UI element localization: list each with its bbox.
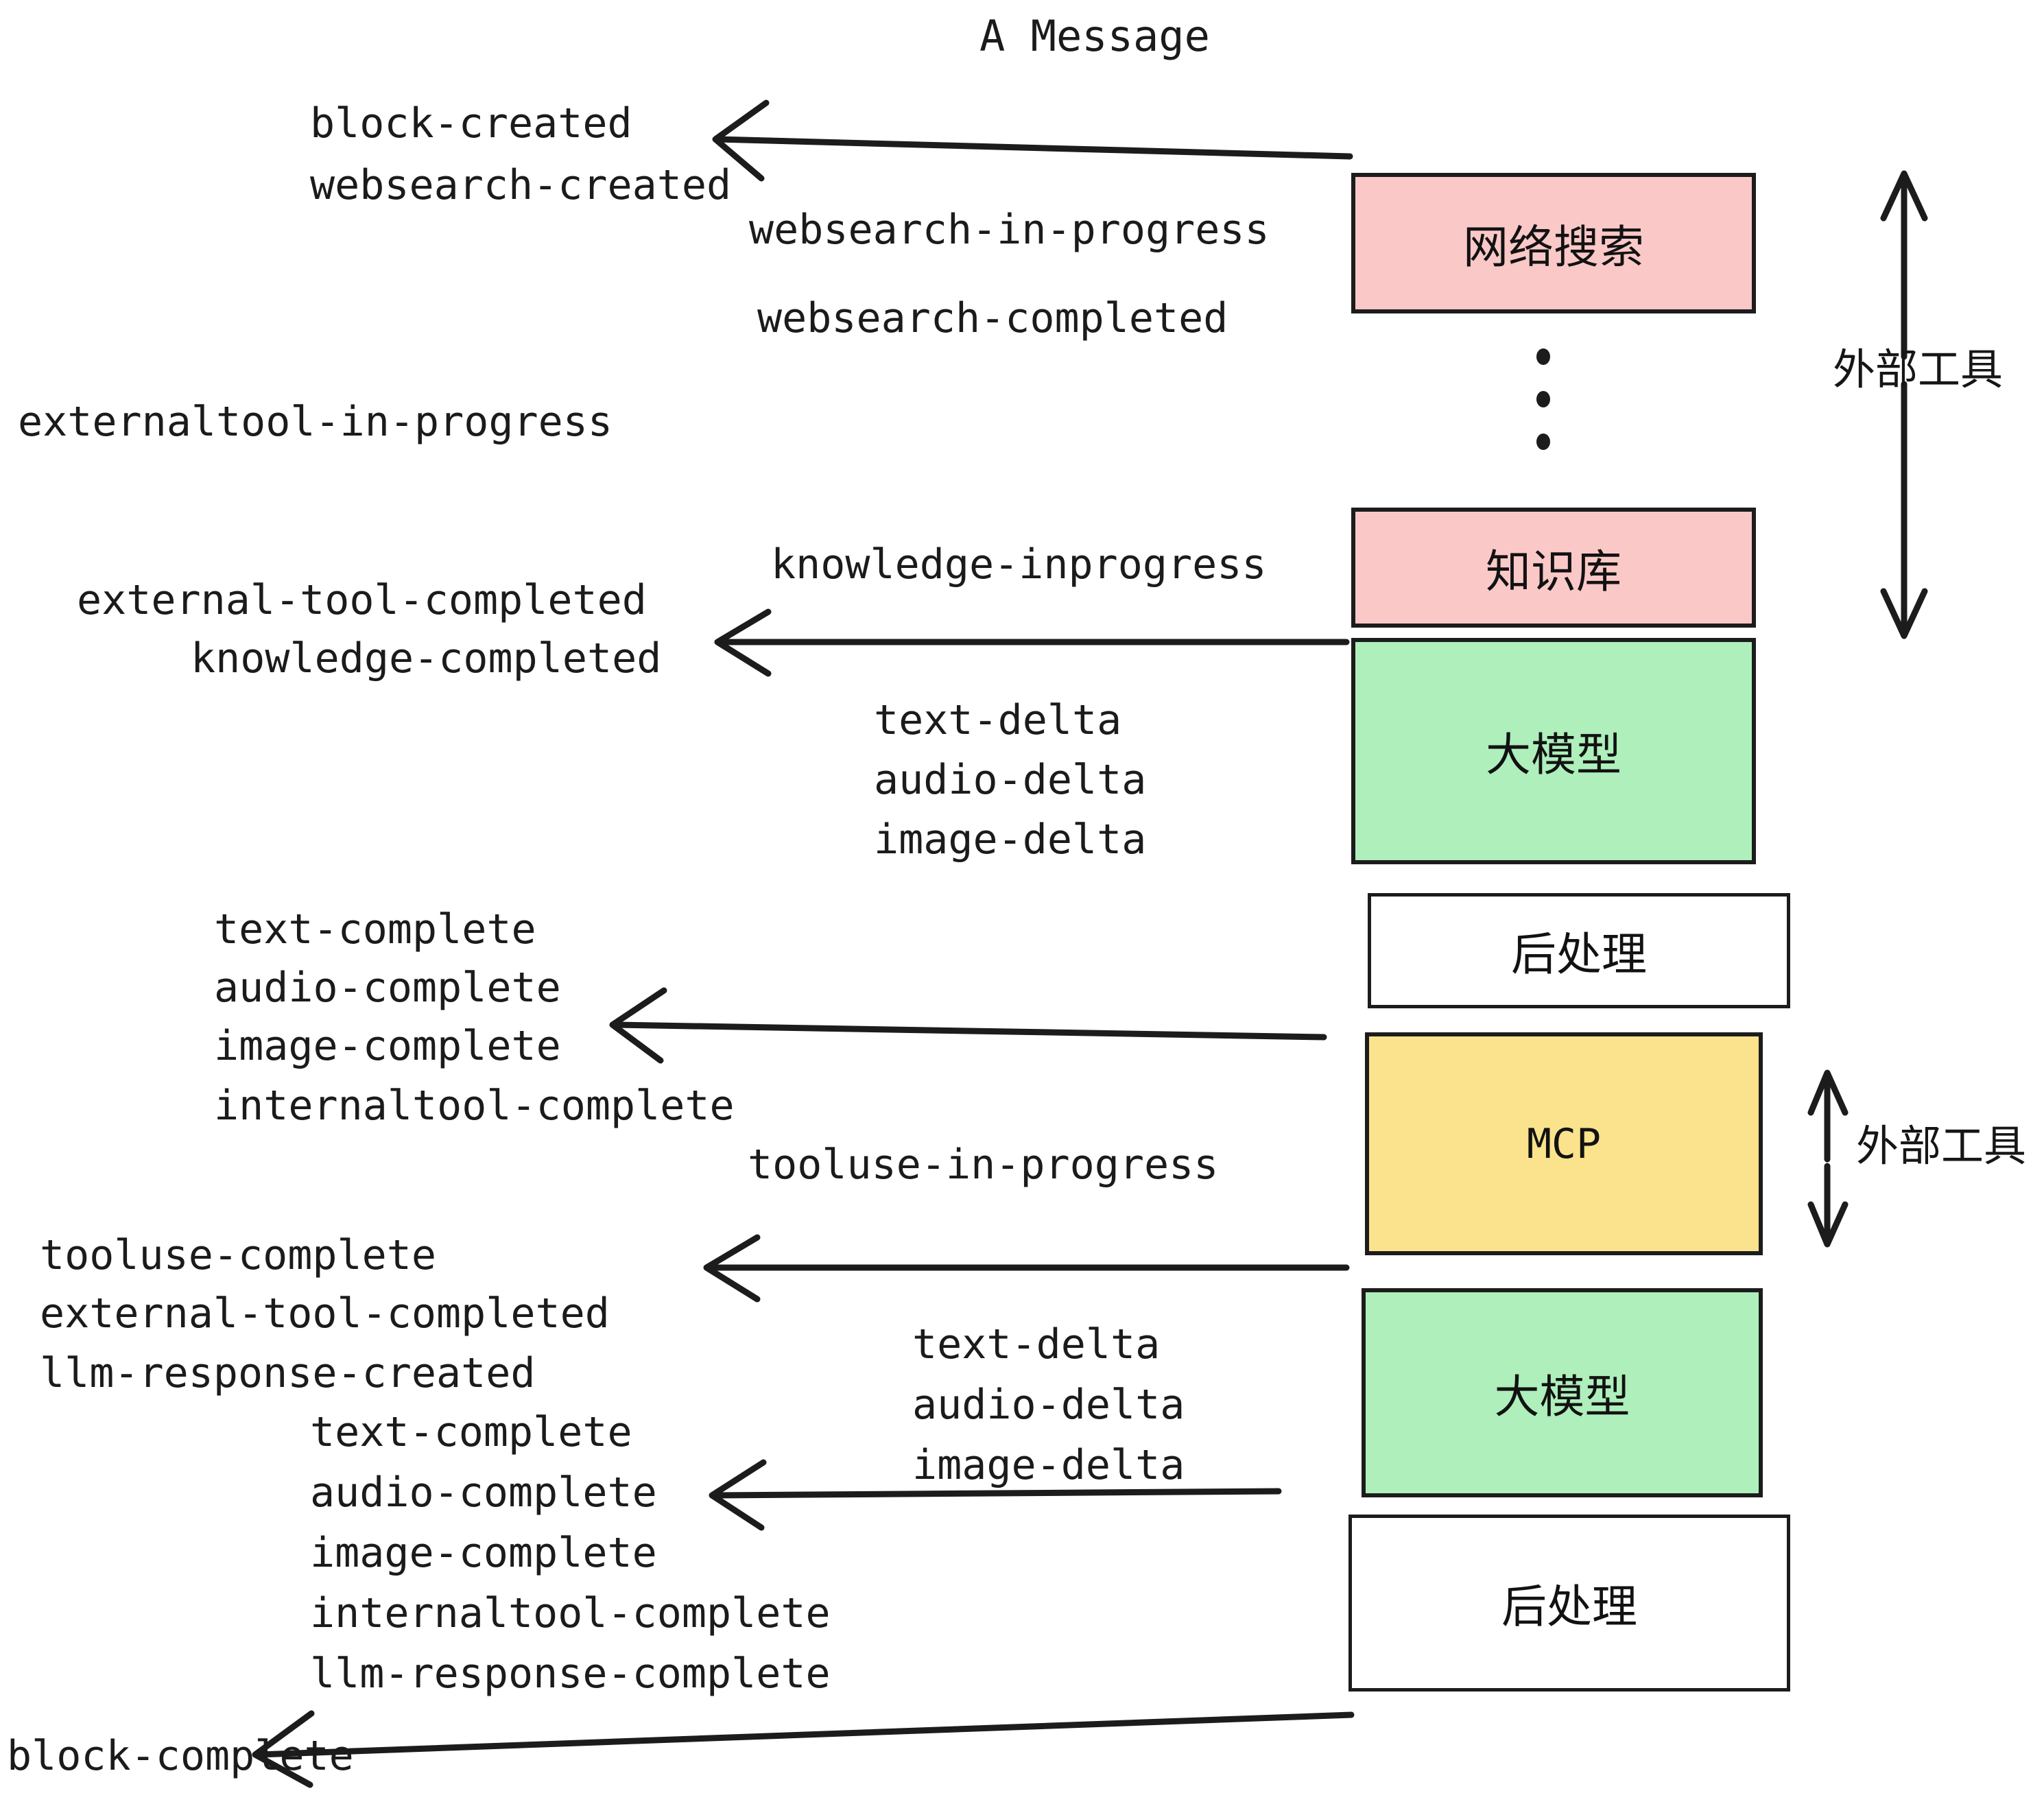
event-image-complete-1: image-complete <box>214 1022 561 1070</box>
box-llm-2[interactable]: 大模型 <box>1362 1288 1763 1497</box>
event-block-created: block-created <box>310 99 632 147</box>
event-text-delta-1: text-delta <box>874 696 1122 744</box>
arrow-postprocess-to-block-complete <box>252 1710 1355 1788</box>
box-mcp[interactable]: MCP <box>1365 1032 1763 1255</box>
event-externaltool-in-progress: externaltool-in-progress <box>18 398 613 446</box>
event-internaltool-complete-1: internaltool-complete <box>214 1082 735 1130</box>
box-llm-1-label: 大模型 <box>1486 728 1621 781</box>
side-label-external-tool-top: 外部工具 <box>1833 344 2004 394</box>
event-image-delta-2: image-delta <box>912 1441 1185 1489</box>
event-llm-response-created: llm-response-created <box>40 1349 536 1397</box>
side-label-external-tool-bottom: 外部工具 <box>1856 1121 2027 1171</box>
box-postprocess-1[interactable]: 后处理 <box>1368 893 1790 1008</box>
page-title: A Message <box>979 11 1210 61</box>
arrow-knowledge-to-knowledge-completed <box>714 608 1350 677</box>
event-tooluse-in-progress: tooluse-in-progress <box>748 1141 1219 1189</box>
event-internaltool-complete-2: internaltool-complete <box>310 1589 831 1637</box>
event-external-tool-completed-2: external-tool-completed <box>40 1290 610 1338</box>
box-knowledge-label: 知识库 <box>1486 545 1621 598</box>
event-websearch-created: websearch-created <box>310 161 732 209</box>
event-block-complete: block-complete <box>7 1732 354 1780</box>
box-websearch[interactable]: 网络搜索 <box>1351 173 1756 313</box>
box-postprocess-1-label: 后处理 <box>1511 928 1647 981</box>
event-image-complete-2: image-complete <box>310 1529 657 1577</box>
event-audio-delta-1: audio-delta <box>874 756 1147 804</box>
event-external-tool-completed-1: external-tool-completed <box>77 576 647 624</box>
ellipsis-dot-3 <box>1536 434 1550 450</box>
event-text-delta-2: text-delta <box>912 1320 1161 1368</box>
ellipsis-dot-2 <box>1536 391 1550 407</box>
box-postprocess-2-label: 后处理 <box>1501 1580 1637 1633</box>
arrow-mcp-to-tooluse-complete <box>703 1234 1350 1303</box>
arrow-llm-to-image-complete <box>609 987 1327 1064</box>
arrow-websearch-to-block-created <box>712 99 1353 182</box>
event-audio-complete-2: audio-complete <box>310 1469 657 1517</box>
event-image-delta-1: image-delta <box>874 816 1147 864</box>
event-llm-response-complete: llm-response-complete <box>310 1650 831 1698</box>
event-knowledge-completed: knowledge-completed <box>191 634 662 683</box>
event-audio-complete-1: audio-complete <box>214 964 561 1012</box>
box-postprocess-2[interactable]: 后处理 <box>1348 1515 1790 1692</box>
external-tool-range-bottom <box>1807 1069 1849 1248</box>
event-websearch-completed: websearch-completed <box>757 294 1228 342</box>
ellipsis-dot-1 <box>1536 348 1550 365</box>
event-text-complete-2: text-complete <box>310 1408 632 1456</box>
event-knowledge-inprogress: knowledge-inprogress <box>771 541 1267 589</box>
box-mcp-label: MCP <box>1526 1119 1602 1168</box>
event-audio-delta-2: audio-delta <box>912 1381 1185 1429</box>
external-tool-range-top <box>1880 170 1928 639</box>
event-tooluse-complete: tooluse-complete <box>40 1231 436 1279</box>
box-llm-2-label: 大模型 <box>1494 1370 1630 1423</box>
event-websearch-in-progress: websearch-in-progress <box>749 206 1270 254</box>
event-text-complete-1: text-complete <box>214 905 536 953</box>
box-knowledge[interactable]: 知识库 <box>1351 508 1756 628</box>
box-llm-1[interactable]: 大模型 <box>1351 638 1756 864</box>
box-websearch-label: 网络搜索 <box>1463 220 1644 274</box>
